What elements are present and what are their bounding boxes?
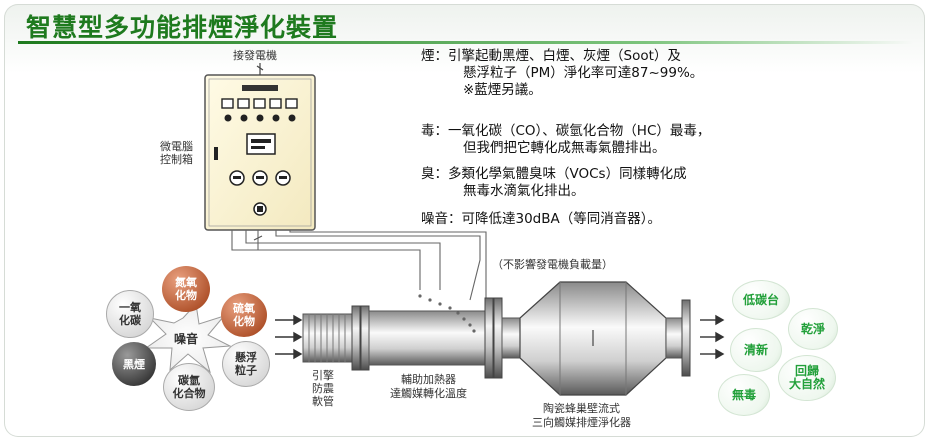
- converter-label-line1: 陶瓷蜂巢壁流式: [543, 402, 620, 415]
- pollutant-co: 一氧化碳: [106, 290, 154, 338]
- converter-label-line2: 三向觸媒排煙淨化器: [532, 416, 631, 429]
- heater-label-line2: 達觸媒轉化溫度: [390, 387, 467, 400]
- pollutant-hc: 碳氫化合物: [163, 363, 215, 411]
- noise-label: 噪音: [174, 332, 199, 346]
- pollutant-pm-line1: 懸浮: [235, 351, 257, 364]
- pollutant-pm: 懸浮粒子: [222, 341, 270, 387]
- output-clean-label: 乾淨: [800, 321, 825, 336]
- pollutant-sox-line2: 化物: [233, 315, 255, 328]
- pollutant-sox: 硫氧化物: [221, 293, 267, 337]
- description-smoke-line2: 懸浮粒子（PM）淨化率可達87~99%。: [463, 65, 704, 81]
- pollutant-pm-line2: 粒子: [235, 364, 257, 377]
- flex-pipe-label-line1: 引擎: [312, 369, 334, 382]
- pollutant-black-smoke: 黑煙: [112, 342, 156, 386]
- controller-box: [204, 74, 316, 231]
- flex-pipe-label-line2: 防震: [312, 382, 334, 395]
- flex-pipe: [302, 305, 370, 371]
- no-load-note: （不影響發電機負載量）: [492, 258, 613, 271]
- output-back-to-nature-line1: 回歸: [794, 364, 819, 378]
- heater-label-line1: 輔助加熱器: [401, 373, 456, 386]
- description-toxic: 毒：一氧化碳（CO）、碳氫化合物（HC）最毒， 但我們把它轉化成無毒氣體排出。: [421, 123, 710, 157]
- pollutant-nox-line2: 化物: [175, 289, 197, 302]
- converter-label: 陶瓷蜂巢壁流式 三向觸媒排煙淨化器: [532, 402, 631, 430]
- title-underline: [18, 41, 913, 44]
- catalytic-converter: [501, 281, 691, 396]
- pollutant-sox-line1: 硫氧: [233, 302, 255, 315]
- flex-pipe-label-line3: 軟管: [312, 395, 334, 408]
- pollutant-co-line2: 化碳: [119, 314, 141, 327]
- description-smoke: 煙：引擎起動黑煙、白煙、灰煙（Soot）及 懸浮粒子（PM）淨化率可達87~99…: [421, 48, 703, 99]
- description-toxic-line1: 毒：一氧化碳（CO）、碳氫化合物（HC）最毒，: [421, 123, 711, 139]
- description-noise: 噪音：可降低達30dBA（等同消音器）。: [421, 211, 661, 228]
- description-odor-line2: 無毒水滴氣化排出。: [463, 183, 585, 199]
- generator-connection-label: 接發電機: [233, 49, 277, 62]
- pollutant-nox-line1: 氮氧: [175, 276, 197, 289]
- heater-label: 輔助加熱器 達觸媒轉化溫度: [390, 373, 467, 401]
- description-smoke-line3: ※藍煙另議。: [463, 82, 542, 98]
- pollutant-hc-line2: 化合物: [172, 387, 206, 400]
- output-fresh-label: 清新: [743, 342, 768, 357]
- pollutant-hc-line1: 碳氫: [178, 374, 200, 387]
- output-clean: 乾淨: [788, 308, 838, 350]
- controller-label-line2: 控制箱: [160, 153, 193, 166]
- noise-burst: [144, 302, 232, 374]
- flex-pipe-label: 引擎 防震 軟管: [312, 369, 334, 408]
- description-odor: 臭：多類化學氣體臭味（VOCs）同樣轉化成 無毒水滴氣化排出。: [421, 166, 687, 200]
- output-fresh: 清新: [730, 328, 782, 372]
- description-smoke-line1: 煙：引擎起動黑煙、白煙、灰煙（Soot）及: [421, 48, 681, 64]
- output-low-carbon-label: 低碳台: [742, 292, 779, 307]
- output-non-toxic-label: 無毒: [731, 387, 756, 402]
- description-odor-line1: 臭：多類化學氣體臭味（VOCs）同樣轉化成: [421, 166, 687, 182]
- pollutant-nox: 氮氧化物: [162, 266, 210, 312]
- auxiliary-heater: [368, 294, 503, 379]
- output-low-carbon: 低碳台: [732, 280, 790, 320]
- controller-label: 微電腦 控制箱: [160, 140, 193, 166]
- description-noise-line1: 噪音：可降低達30dBA（等同消音器）。: [421, 211, 661, 227]
- output-back-to-nature-line2: 大自然: [788, 377, 825, 391]
- pollutant-co-line1: 一氧: [119, 301, 141, 314]
- controller-label-line1: 微電腦: [160, 140, 193, 153]
- output-non-toxic: 無毒: [718, 374, 770, 416]
- pollutant-black-smoke-label: 黑煙: [123, 357, 145, 371]
- description-toxic-line2: 但我們把它轉化成無毒氣體排出。: [463, 140, 666, 156]
- output-back-to-nature: 回歸大自然: [778, 355, 836, 401]
- diagram-title: 智慧型多功能排煙淨化裝置: [26, 13, 339, 42]
